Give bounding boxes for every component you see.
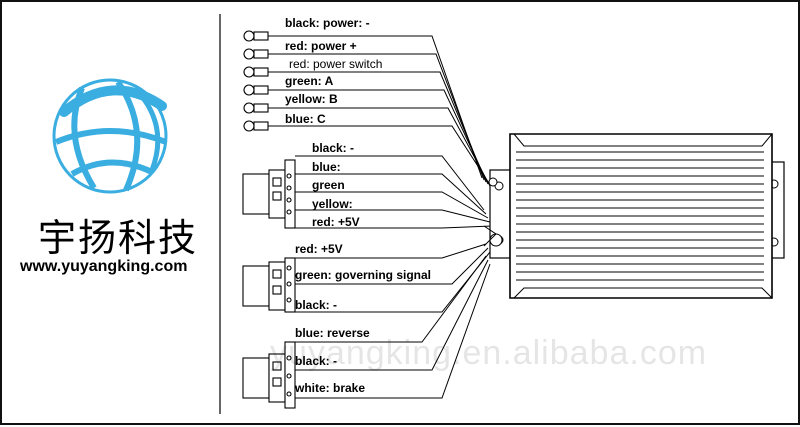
label-throttle-black: black: - xyxy=(295,298,338,312)
brand-url: www.yuyangking.com xyxy=(20,258,188,275)
label-throttle-red: red: +5V xyxy=(295,242,343,256)
power-wires xyxy=(268,35,493,189)
brand-name-cn: 宇扬科技 xyxy=(38,216,199,260)
ring-terminal-icon xyxy=(243,120,269,132)
label-brake-blue: blue: reverse xyxy=(295,326,370,340)
label-hall-blue: blue: xyxy=(312,160,341,174)
label-hall-yellow: yellow: xyxy=(312,197,353,211)
hall-wires xyxy=(295,155,493,229)
label-yellow-b: yellow: B xyxy=(285,92,338,106)
label-green-a: green: A xyxy=(285,74,334,88)
label-hall-red: red: +5V xyxy=(312,215,360,229)
label-brake-black: black: - xyxy=(295,354,338,368)
ring-terminal-icon xyxy=(243,102,269,114)
label-throttle-green: green: governing signal xyxy=(295,268,432,282)
ring-terminal-icon xyxy=(243,48,269,60)
label-black-power: black: power: - xyxy=(285,16,370,30)
ring-terminal-icon xyxy=(243,30,269,42)
ring-terminal-icon xyxy=(243,66,269,78)
globe-logo-icon xyxy=(52,78,168,194)
label-red-power: red: power + xyxy=(285,39,357,53)
throttle-connector xyxy=(242,257,296,313)
label-brake-white: white: brake xyxy=(295,381,366,395)
ring-terminals xyxy=(243,30,269,132)
ring-terminal-icon xyxy=(243,84,269,96)
brake-connector xyxy=(242,341,296,409)
hall-connector xyxy=(242,159,296,229)
label-red-power-switch: red: power switch xyxy=(289,57,383,71)
brake-wires xyxy=(295,255,491,399)
controller-box-icon xyxy=(483,133,785,299)
label-hall-black: black: - xyxy=(312,141,355,155)
label-hall-green: green xyxy=(312,178,345,192)
label-blue-c: blue: C xyxy=(285,112,326,126)
